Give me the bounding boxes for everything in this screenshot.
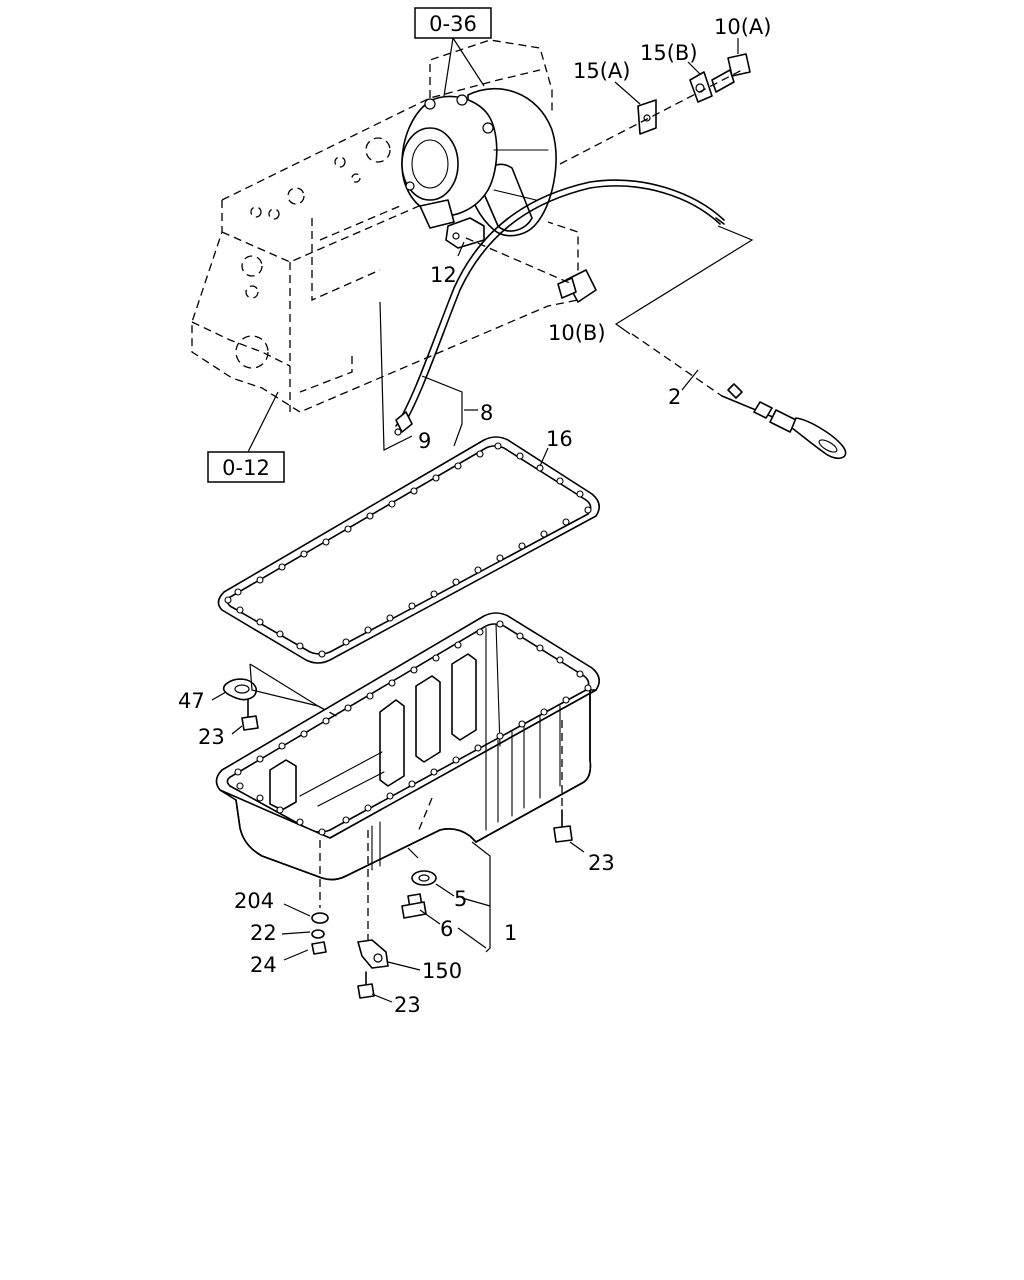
bracket-15a [637, 99, 657, 135]
oil-pan [215, 612, 600, 881]
label-15b: 15(B) [640, 41, 698, 65]
label-47: 47 [178, 689, 205, 713]
washer-22 [311, 929, 325, 939]
ref-label-0-12: 0-12 [222, 456, 270, 480]
label-6: 6 [440, 917, 453, 941]
label-23b: 23 [588, 851, 615, 875]
label-16: 16 [546, 427, 573, 451]
bolt-23-right [553, 809, 573, 843]
label-23a: 23 [198, 725, 225, 749]
label-204: 204 [234, 889, 274, 913]
nut-24 [311, 941, 327, 955]
bracket-150 [357, 939, 389, 969]
label-22: 22 [250, 921, 277, 945]
oil-pan-gasket [217, 436, 600, 664]
washer-47 [222, 678, 257, 701]
label-12: 12 [430, 263, 457, 287]
label-5: 5 [454, 887, 467, 911]
label-2: 2 [668, 385, 681, 409]
label-23c: 23 [394, 993, 421, 1017]
ref-label-0-36: 0-36 [429, 12, 477, 36]
washer-204 [311, 912, 329, 924]
label-9: 9 [418, 429, 431, 453]
label-1: 1 [504, 921, 517, 945]
dipstick-guide-tube [395, 179, 725, 433]
ref-box-0-12[interactable]: 0-12 [207, 451, 285, 483]
drain-plug-6 [401, 893, 427, 919]
bolt-10a [711, 53, 751, 93]
bolt-23-upper [241, 699, 259, 731]
label-10b: 10(B) [548, 321, 606, 345]
ref-box-0-36[interactable]: 0-36 [414, 7, 492, 39]
label-10a: 10(A) [714, 15, 771, 39]
o-ring-9 [394, 428, 402, 436]
turbocharger [401, 87, 557, 237]
label-8: 8 [480, 401, 493, 425]
clamp-15b [689, 71, 713, 103]
bolt-10b [557, 269, 597, 303]
bolt-23-lower [357, 971, 375, 999]
label-24: 24 [250, 953, 277, 977]
label-15a: 15(A) [573, 59, 630, 83]
gasket-5 [411, 870, 437, 886]
dipstick [631, 333, 847, 460]
label-150: 150 [422, 959, 462, 983]
